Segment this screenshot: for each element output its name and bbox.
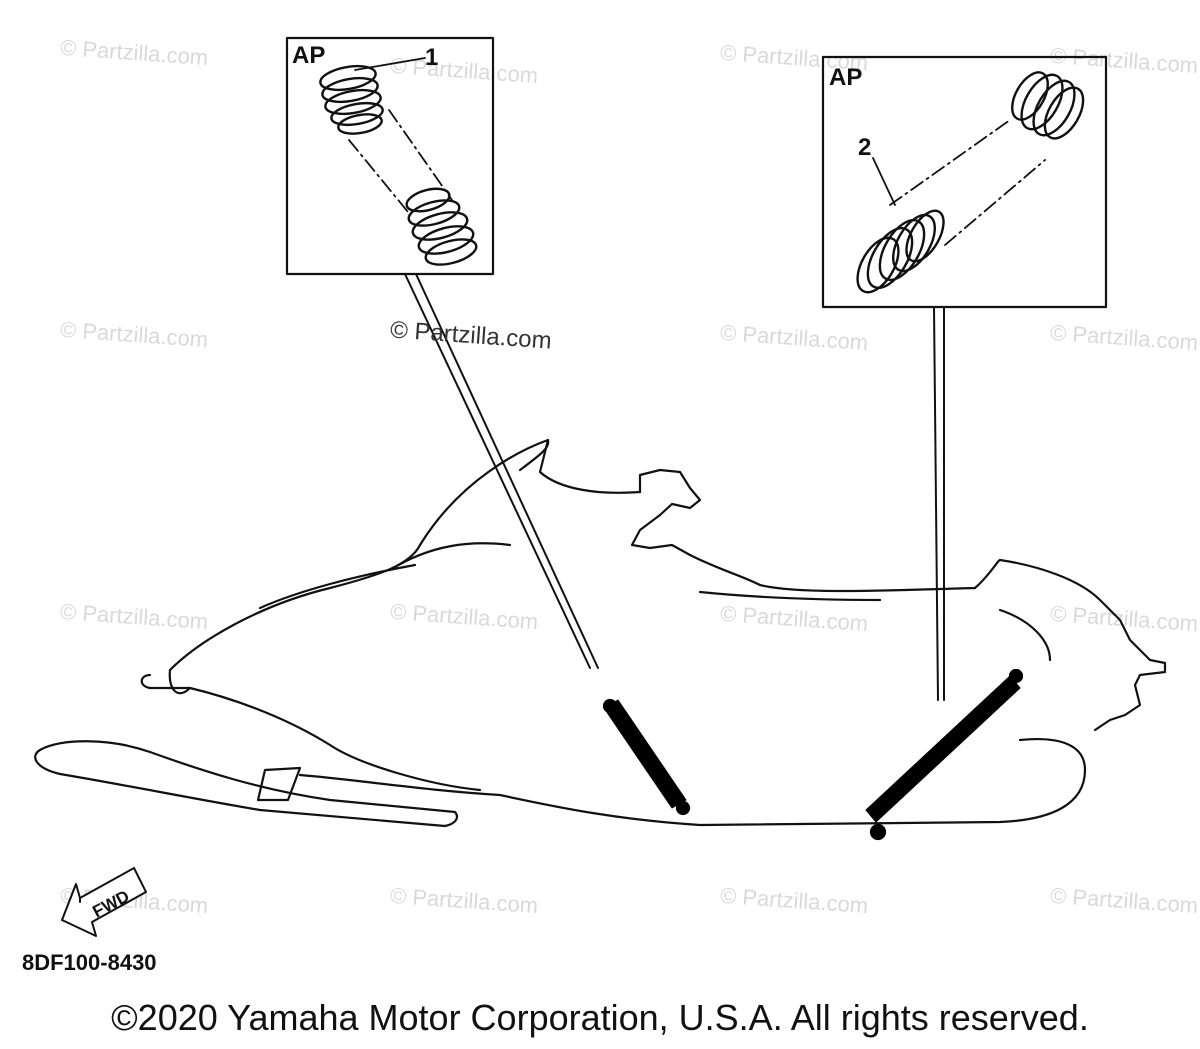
- rear-shock-absorber: [865, 668, 1024, 841]
- front-shock-absorber: [602, 698, 691, 816]
- spring-bottom-left: [405, 187, 478, 266]
- diagram-code: 8DF100-8430: [22, 950, 157, 975]
- callout-left-ref: 1: [425, 44, 439, 71]
- callout-right-ref: 2: [858, 134, 872, 161]
- copyright-notice: ©2020 Yamaha Motor Corporation, U.S.A. A…: [111, 997, 1089, 1038]
- callout-right-label: AP: [829, 64, 863, 91]
- callout-box-right: [821, 55, 1108, 309]
- callout-box-left: [285, 36, 495, 276]
- spring-bottom-right: [856, 209, 945, 294]
- snowmobile-outline: [34, 438, 1167, 828]
- callout-left-label: AP: [292, 42, 326, 69]
- spring-top-left: [319, 64, 384, 135]
- spring-top-right: [1011, 71, 1085, 140]
- fwd-arrow-icon: [61, 867, 147, 937]
